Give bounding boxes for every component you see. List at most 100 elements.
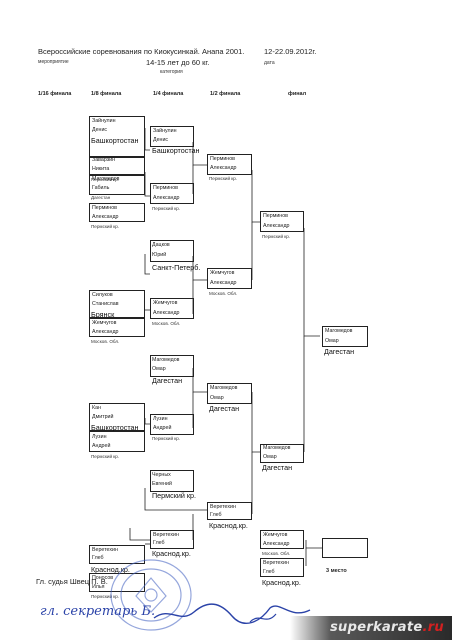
entry-region: Пермский кр.	[91, 177, 120, 182]
final-box	[260, 444, 304, 463]
entry-region: Дагестан	[152, 376, 183, 385]
entry-region: Пермский кр.	[152, 491, 197, 500]
r4-firstname: Александр	[153, 310, 180, 316]
event-title: Всероссийские соревнования по Киокусинка…	[38, 47, 245, 56]
r4-surname: Перминов	[153, 185, 178, 191]
r4-surname: Лузин	[153, 416, 168, 422]
r4-box	[150, 414, 194, 435]
official-stamp	[110, 559, 192, 631]
third-region: Москов. Обл.	[262, 551, 291, 556]
r4-region: Краснод.кр.	[152, 549, 191, 558]
entry-region: Санкт-Петерб.	[152, 263, 201, 272]
entry-region: Брянск	[91, 310, 115, 319]
third-surname: Веретехин	[263, 560, 289, 566]
r2-surname: Магомедов	[210, 385, 238, 391]
third-place-result-box	[322, 538, 368, 558]
entry-surname: Магомедов	[152, 357, 180, 363]
entry-region: Краснод.кр.	[91, 565, 130, 574]
winner-firstname: Омар	[325, 338, 339, 344]
col-r16: 1/16 финала	[38, 91, 72, 97]
r2-box	[207, 154, 252, 175]
entry-box	[89, 116, 145, 157]
handwritten-signature	[153, 603, 311, 625]
third-place-box	[260, 558, 304, 577]
r4-firstname: Денис	[153, 137, 169, 143]
col-r4: 1/4 финала	[153, 91, 184, 97]
entry-firstname: Габиль	[92, 185, 110, 191]
category-label: категория	[160, 69, 183, 75]
r4-region: Москов. Обл.	[152, 321, 181, 326]
entry-region: Башкортостан	[91, 423, 139, 432]
r2-firstname: Омар	[210, 395, 224, 401]
winner-region: Дагестан	[324, 347, 355, 356]
entry-firstname: Юрий	[152, 252, 167, 258]
chief-judge: Гл. судья Швец П. В.	[36, 577, 108, 586]
entry-surname: Жемчугов	[92, 320, 117, 326]
entry-box	[150, 240, 194, 262]
watermark-banner: superkarate.ru	[290, 616, 452, 640]
final-firstname: Александр	[263, 223, 290, 229]
entry-box	[89, 431, 145, 452]
r4-box	[150, 530, 194, 549]
watermark-text: superkarate	[330, 620, 423, 635]
entry-box	[89, 157, 145, 176]
r4-region: Башкортостан	[152, 146, 200, 155]
final-firstname: Омар	[263, 454, 277, 460]
r4-box	[150, 298, 194, 319]
r2-firstname: Александр	[210, 280, 237, 286]
entry-region: Пермский кр.	[91, 454, 120, 459]
r4-surname: Зайнулин	[153, 128, 177, 134]
r4-box	[150, 126, 194, 147]
entry-firstname: Никита	[92, 166, 110, 172]
entry-surname: Силуков	[92, 292, 113, 298]
r2-region: Дагестан	[209, 404, 240, 413]
entry-box	[89, 573, 145, 592]
entry-region: Москов. Обл.	[91, 339, 120, 344]
entry-surname: Зайнулин	[92, 118, 116, 124]
winner-box	[322, 326, 368, 347]
entry-firstname: Евгений	[152, 481, 172, 487]
entry-region: Пермский кр.	[91, 224, 120, 229]
r2-box	[207, 383, 252, 404]
final-region: Дагестан	[262, 463, 293, 472]
col-r8: 1/8 финала	[91, 91, 122, 97]
entry-surname: Дацков	[152, 242, 170, 248]
third-surname: Жемчугов	[263, 532, 288, 538]
entry-region: Дагестан	[91, 195, 111, 200]
entry-firstname: Омар	[152, 366, 166, 372]
weight-category: 14-15 лет до 60 кг.	[146, 58, 210, 67]
entry-firstname: Денис	[92, 127, 108, 133]
entry-box	[150, 470, 194, 492]
entry-surname: Веретехин	[92, 547, 118, 553]
r4-region: Пермский кр.	[152, 436, 181, 441]
third-place-box	[260, 530, 304, 549]
final-box	[260, 211, 304, 232]
entry-firstname: Александр	[92, 329, 119, 335]
entry-box	[89, 174, 145, 195]
entry-firstname: Станислав	[92, 301, 119, 307]
r2-box	[207, 502, 252, 520]
third-region: Краснод.кр.	[262, 578, 301, 587]
r4-surname: Жемчугов	[153, 300, 178, 306]
final-region: Пермский кр.	[262, 234, 291, 239]
r4-box	[150, 183, 194, 204]
entry-surname: Черных	[152, 472, 171, 478]
entry-box	[150, 355, 194, 377]
col-r2: 1/2 финала	[210, 91, 241, 97]
third-firstname: Александр	[263, 541, 290, 547]
r4-firstname: Андрей	[153, 425, 172, 431]
entry-surname: Магомедов	[92, 176, 120, 182]
entry-firstname: Андрей	[92, 443, 111, 449]
r2-region: Пермский кр.	[209, 176, 238, 181]
r4-region: Пермский кр.	[152, 206, 181, 211]
final-surname: Перминов	[263, 213, 288, 219]
r4-surname: Веретехин	[153, 532, 179, 538]
entry-firstname: Дмитрий	[92, 414, 114, 420]
entry-box	[89, 203, 145, 222]
entry-box	[89, 403, 145, 431]
r2-box	[207, 268, 252, 289]
r2-surname: Перминов	[210, 156, 235, 162]
event-dates: 12-22.09.2012г.	[264, 47, 317, 56]
entry-region: Башкортостан	[91, 136, 139, 145]
winner-surname: Магомедов	[325, 328, 353, 334]
